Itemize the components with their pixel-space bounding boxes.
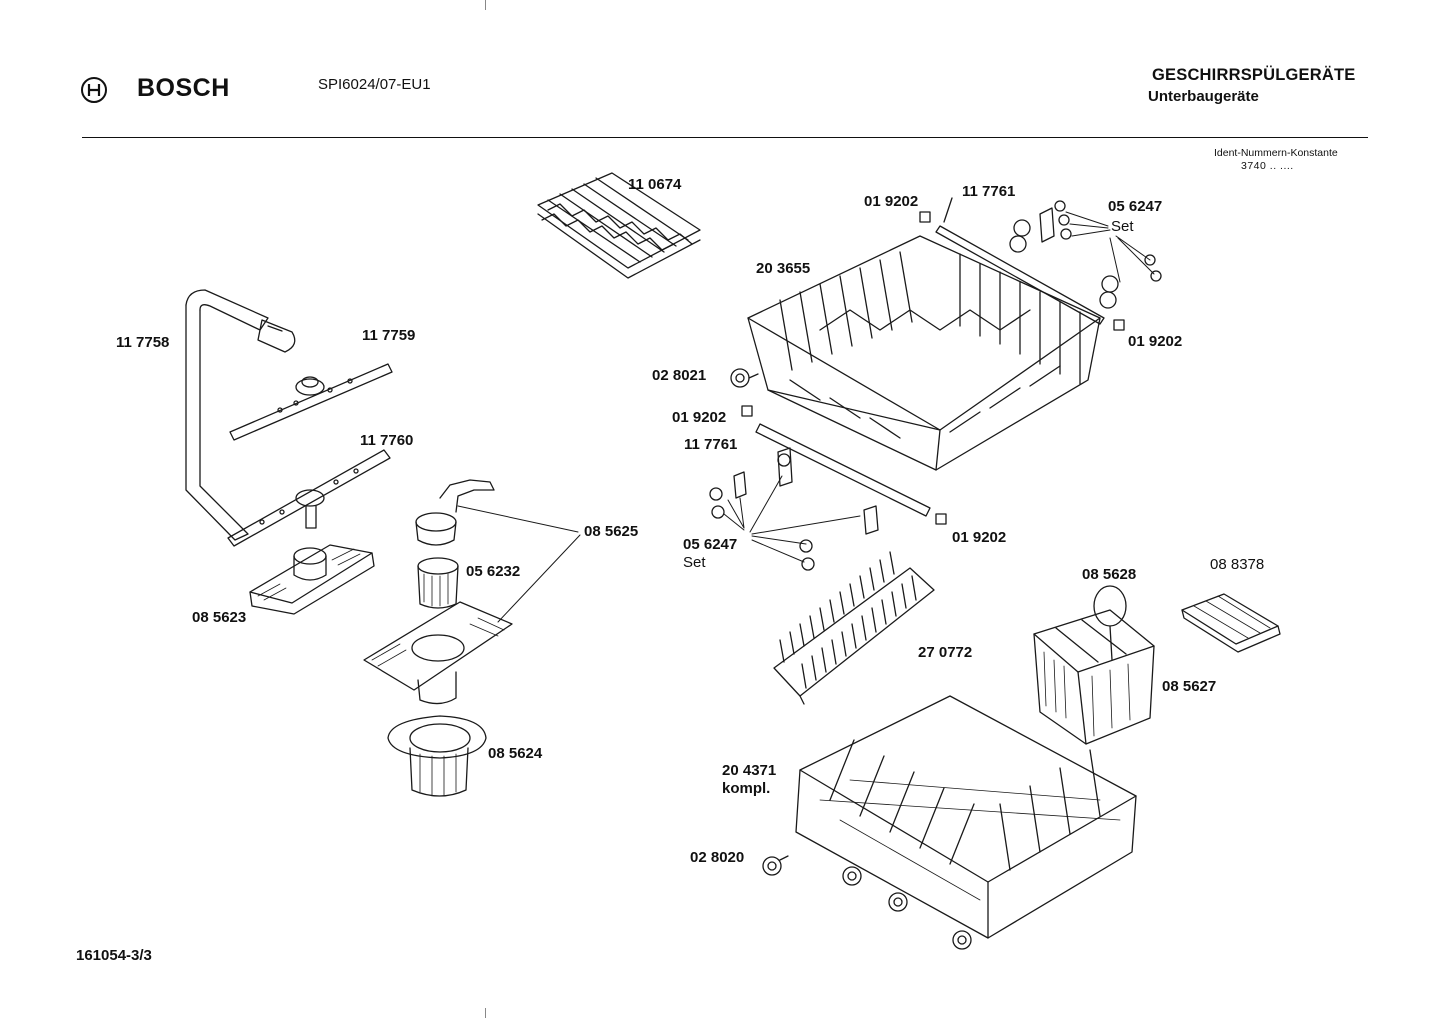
part-label-110674: 11 0674 <box>628 176 682 193</box>
lower-spray-arm-part <box>227 449 391 547</box>
part-label-088378: 08 8378 <box>1210 556 1265 573</box>
cup-rack-insert-part <box>537 172 701 279</box>
part-label-085624: 08 5624 <box>488 745 543 762</box>
document-number: 161054-3/3 <box>76 947 152 964</box>
header-divider <box>82 137 1368 138</box>
part-label-117760: 11 7760 <box>360 432 414 449</box>
cutlery-insert-tray-part <box>1181 593 1281 653</box>
end-cap-part <box>741 405 753 417</box>
spray-arm-supply-pipe-part <box>185 289 296 541</box>
bosch-logo-icon <box>81 77 107 103</box>
part-label-085625: 08 5625 <box>584 523 639 540</box>
part-label-117759: 11 7759 <box>362 327 416 344</box>
lower-basket-part <box>795 695 1137 939</box>
end-cap-part <box>919 211 931 223</box>
part-sub-kompl: kompl. <box>722 780 771 797</box>
lower-basket-wheels-part <box>842 866 972 950</box>
registration-tick <box>485 0 486 10</box>
roller-set-upper-part <box>1009 200 1162 309</box>
upper-spray-arm-part <box>229 363 393 441</box>
lower-rack-roller-part <box>762 855 789 876</box>
folding-tine-row-part <box>773 551 935 705</box>
part-label-117761: 11 7761 <box>962 183 1016 200</box>
upper-rack-roller-part <box>730 368 759 388</box>
category-subtitle: Unterbaugeräte <box>1148 88 1259 105</box>
pipe-connector-part <box>415 479 495 546</box>
registration-tick <box>485 1008 486 1018</box>
micro-filter-plate-part <box>363 601 513 705</box>
part-label-085623: 08 5623 <box>192 609 247 626</box>
part-label-028020: 02 8020 <box>690 849 745 866</box>
part-label-270772: 27 0772 <box>918 644 973 661</box>
lower-rail-part <box>755 423 931 517</box>
spray-arm-bearing-part <box>249 544 375 615</box>
upper-rail-part <box>935 197 1105 325</box>
part-label-056247: 05 6247 <box>1108 198 1163 215</box>
part-label-019202: 01 9202 <box>952 529 1007 546</box>
upper-basket-part <box>747 235 1101 471</box>
part-label-085627: 08 5627 <box>1162 678 1217 695</box>
fine-filter-cylinder-part <box>417 557 459 609</box>
ident-label: Ident-Nummern-Konstante <box>1214 147 1338 159</box>
part-label-117758: 11 7758 <box>116 334 170 351</box>
brand-name: BOSCH <box>137 74 230 102</box>
part-label-203655: 20 3655 <box>756 260 811 277</box>
part-label-117761: 11 7761 <box>684 436 738 453</box>
part-label-204371: 20 4371 <box>722 762 777 779</box>
part-label-028021: 02 8021 <box>652 367 707 384</box>
cutlery-basket-part <box>1033 585 1155 745</box>
part-label-019202: 01 9202 <box>864 193 919 210</box>
part-label-056247: 05 6247 <box>683 536 738 553</box>
part-label-056232: 05 6232 <box>466 563 521 580</box>
end-cap-part <box>935 513 947 525</box>
end-cap-part <box>1113 319 1125 331</box>
part-label-085628: 08 5628 <box>1082 566 1137 583</box>
part-sub-set: Set <box>1111 218 1134 235</box>
part-label-019202: 01 9202 <box>672 409 727 426</box>
category-title: GESCHIRRSPÜLGERÄTE <box>1152 66 1356 84</box>
ident-value: 3740 .. .... <box>1241 160 1294 172</box>
model-number: SPI6024/07-EU1 <box>318 76 431 93</box>
roller-set-lower-part <box>709 447 879 571</box>
coarse-filter-part <box>387 715 487 797</box>
part-label-019202: 01 9202 <box>1128 333 1183 350</box>
part-sub-set: Set <box>683 554 706 571</box>
